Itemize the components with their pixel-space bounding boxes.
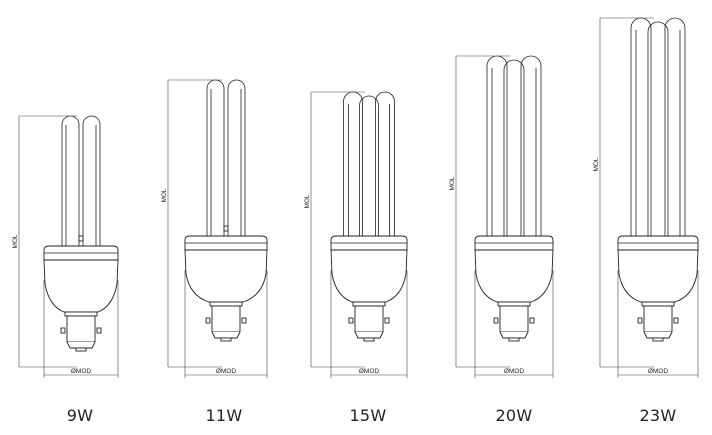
diameter-dimension: ØMOD <box>184 270 268 378</box>
tube-right <box>227 79 246 236</box>
tube-assembly <box>630 17 686 236</box>
height-dimension: MOL <box>449 55 510 368</box>
wattage-label-23w: 23W <box>639 406 677 425</box>
lamp-housing <box>617 249 699 303</box>
cap-contact <box>220 337 232 342</box>
diameter-label: ØMOD <box>504 368 525 375</box>
tube-right <box>375 91 395 236</box>
height-label: MOL <box>593 157 600 171</box>
cap-base <box>354 331 384 339</box>
cap-sleeve <box>211 305 241 333</box>
cap-sleeve <box>499 305 529 333</box>
cap-ring <box>64 311 98 317</box>
tube-center <box>647 21 669 236</box>
wattage-label-20w: 20W <box>495 406 533 425</box>
cap-pin-left <box>60 327 66 334</box>
diameter-label: ØMOD <box>648 368 669 375</box>
tube-assembly <box>61 115 101 246</box>
cap-pin-right <box>96 327 102 334</box>
cap-pin-right <box>241 317 247 324</box>
tube-right <box>82 115 101 246</box>
cap-pin-right <box>384 317 390 324</box>
cap-contact <box>652 337 664 342</box>
cap-pin-left <box>348 317 354 324</box>
height-dimension: MOL <box>12 115 77 368</box>
lamp-housing <box>474 249 554 303</box>
cap-ring <box>209 301 243 307</box>
lamp-15w: MOL ØMOD <box>304 91 408 378</box>
cap-sleeve <box>354 305 384 333</box>
lamp-housing <box>330 249 408 303</box>
cap-pin-left <box>205 317 211 324</box>
wattage-label-11w: 11W <box>205 406 243 425</box>
cap-contact <box>75 347 87 352</box>
tube-bridge <box>78 235 84 242</box>
lamp-housing <box>43 259 119 313</box>
cap-pin-left <box>637 317 643 324</box>
tube-right <box>520 55 542 236</box>
tube-right <box>664 17 686 236</box>
height-label: MOL <box>449 176 456 190</box>
tube-assembly <box>486 55 542 236</box>
diameter-label: ØMOD <box>359 368 380 375</box>
tube-center <box>359 95 379 236</box>
cap-base <box>499 331 529 339</box>
cap-pin-right <box>529 317 535 324</box>
height-label: MOL <box>12 234 19 248</box>
cap-base <box>211 331 241 339</box>
cap-pin-right <box>673 317 679 324</box>
cap-base <box>643 331 673 339</box>
wattage-label-9w: 9W <box>66 406 94 425</box>
height-label: MOL <box>304 194 311 208</box>
height-dimension: MOL <box>593 17 654 368</box>
lamp-housing <box>184 249 268 303</box>
lamps-layer: MOL ØMOD MOL ØMOD MOL ØMOD MOL ØMOD MOL ØMOD <box>12 17 699 378</box>
lamp-9w: MOL ØMOD <box>12 115 119 378</box>
tube-assembly <box>206 79 246 236</box>
lamp-11w: MOL ØMOD <box>161 79 268 378</box>
tube-center <box>503 59 525 236</box>
diameter-label: ØMOD <box>216 368 237 375</box>
height-dimension: MOL <box>161 79 222 368</box>
cap-ring <box>352 301 386 307</box>
diameter-dimension: ØMOD <box>617 270 699 378</box>
height-label: MOL <box>161 188 168 202</box>
tube-assembly <box>343 91 395 236</box>
height-dimension: MOL <box>304 91 365 368</box>
cap-contact <box>363 337 375 342</box>
cap-sleeve <box>66 315 96 343</box>
tube-bridge <box>223 225 229 232</box>
tube-left <box>61 115 80 246</box>
diameter-label: ØMOD <box>71 368 92 375</box>
cap-ring <box>641 301 675 307</box>
lamp-23w: MOL ØMOD <box>593 17 699 378</box>
diameter-dimension: ØMOD <box>474 270 554 378</box>
cap-pin-left <box>493 317 499 324</box>
tube-left <box>206 79 225 236</box>
diameter-dimension: ØMOD <box>330 270 408 378</box>
cap-base <box>66 341 96 349</box>
wattage-label-15w: 15W <box>349 406 387 425</box>
lamp-20w: MOL ØMOD <box>449 55 554 378</box>
diameter-dimension: ØMOD <box>43 280 119 378</box>
cap-ring <box>497 301 531 307</box>
cap-contact <box>508 337 520 342</box>
cap-sleeve <box>643 305 673 333</box>
